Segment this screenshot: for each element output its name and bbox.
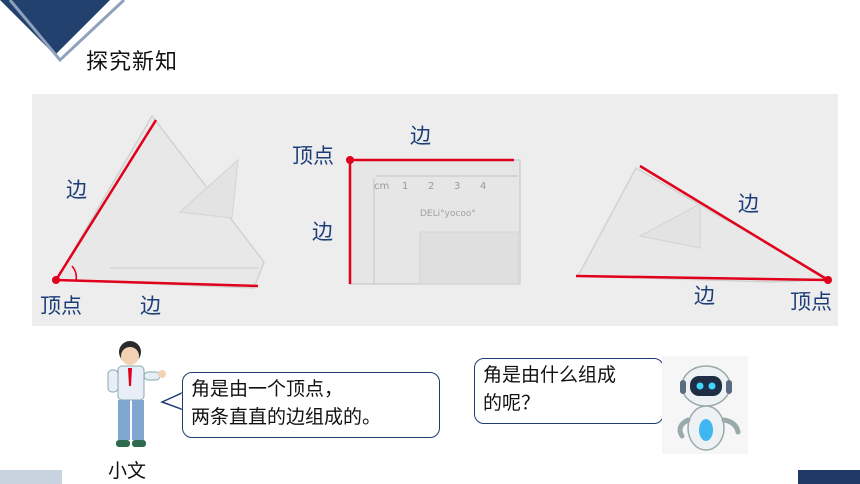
figure1-side-top-label: 边: [66, 178, 87, 202]
corner-decoration: [0, 0, 126, 63]
student-speech-line2: 两条直直的边组成的。: [191, 406, 382, 428]
ruler-brand: DELi°yocoo°: [420, 209, 476, 219]
figure1-side-top: [54, 119, 158, 281]
figure3-side-bottom-label: 边: [694, 284, 715, 308]
student-speech-line1: 角是由一个顶点，: [191, 378, 344, 400]
figure3-vertex-label: 顶点: [790, 290, 832, 314]
figure2-vertex-dot: [346, 156, 354, 164]
figure1-angle-arc: [71, 265, 78, 282]
figure3-side-top-label: 边: [738, 192, 759, 216]
figure1-side-bottom: [55, 278, 259, 288]
page-title: 探究新知: [86, 50, 179, 75]
student-name: 小文: [108, 460, 147, 482]
student-illustration: [107, 341, 166, 447]
bottom-left-bar: [0, 470, 62, 484]
ruler-tick-3: 3: [454, 181, 461, 192]
bottom-right-bar: [798, 470, 860, 484]
figure1-vertex-label: 顶点: [40, 294, 82, 318]
robot-speech-line2: 的呢？: [483, 392, 541, 414]
ruler-tick-4: 4: [480, 181, 487, 192]
robot-illustration: [662, 356, 748, 454]
figure2-side-top-label: 边: [410, 124, 431, 148]
student-speech-bubble: 角是由一个顶点， 两条直直的边组成的。: [182, 372, 440, 438]
triangle-ruler-1: [54, 114, 265, 289]
figure1-vertex-dot: [52, 276, 60, 284]
robot-speech-bubble: 角是由什么组成 的呢？: [474, 358, 664, 424]
figure3-side-bottom: [575, 274, 829, 282]
figure2-vertex-label: 顶点: [292, 144, 334, 168]
ruler-unit: cm: [374, 181, 390, 192]
figure2-side-left-label: 边: [312, 220, 333, 244]
ruler-tick-1: 1: [402, 181, 409, 192]
right-angle-ruler: [349, 159, 521, 285]
robot-speech-line1: 角是由什么组成: [483, 364, 617, 386]
ruler-tick-2: 2: [428, 181, 435, 192]
triangle-ruler-3: [576, 166, 833, 283]
figure3-side-top: [639, 164, 829, 282]
figure3-vertex-dot: [824, 276, 832, 284]
figure1-side-bottom-label: 边: [140, 294, 161, 318]
student-bubble-tail: [160, 391, 184, 411]
